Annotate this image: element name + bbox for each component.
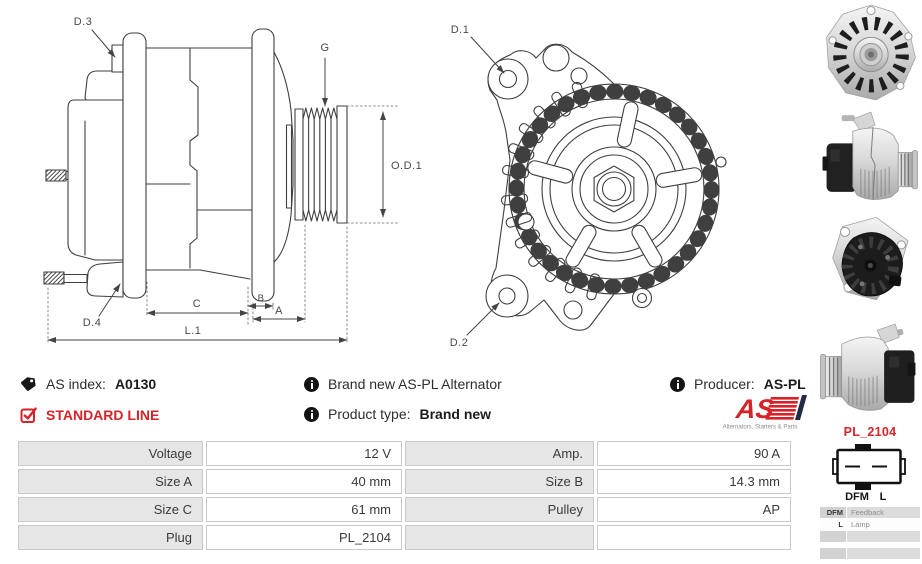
spec-label-amp: Amp. (405, 441, 594, 466)
plug-legend: DFM Feedback L Lamp (820, 507, 920, 560)
spec-value-pulley: AP (597, 497, 791, 522)
dimension-label-a: A (275, 305, 283, 317)
dimension-lines (47, 29, 386, 343)
dimension-label-b: B (258, 293, 265, 304)
product-photo-front[interactable] (820, 2, 922, 103)
legend-desc (847, 548, 920, 559)
legend-row: L Lamp (820, 519, 920, 530)
dimension-label-g: G (320, 42, 329, 54)
legend-key: DFM (820, 507, 846, 518)
standard-line-row: STANDARD LINE (20, 406, 159, 423)
legend-key (820, 531, 846, 542)
product-photo-rear[interactable] (820, 210, 922, 311)
pulley (285, 105, 348, 224)
legend-row: DFM Feedback (820, 507, 920, 518)
spec-label-size-a: Size A (18, 469, 203, 494)
bolt-stud-bottom (43, 271, 88, 285)
side-view-diagram: D.3 G O.D.1 C B A L.1 D.4 (43, 16, 422, 343)
legend-row (820, 548, 920, 559)
spec-label-pulley: Pulley (405, 497, 594, 522)
dimension-label-d2: D.2 (450, 337, 469, 349)
spec-label-size-b: Size B (405, 469, 594, 494)
dimension-label-od1: O.D.1 (391, 160, 422, 172)
spec-value-size-b: 14.3 mm (597, 469, 791, 494)
hub-and-spokes (527, 101, 703, 268)
alternator-body (111, 28, 294, 302)
logo-as-text: AS (734, 393, 776, 424)
legend-desc: Lamp (847, 519, 920, 530)
product-type-row: Product type: Brand new (304, 406, 491, 422)
front-view-diagram: D.1 D.2 (450, 24, 727, 349)
logo-accent (795, 395, 807, 420)
spec-label-plug: Plug (18, 525, 203, 550)
spec-table: Voltage 12 V Amp. 90 A Size A 40 mm Size… (18, 441, 791, 550)
producer-label: Producer: (694, 376, 755, 392)
standard-line-label: STANDARD LINE (46, 406, 160, 423)
as-index-value: A0130 (114, 376, 157, 392)
spec-value-empty (597, 525, 791, 550)
producer-row: Producer: AS-PL (670, 376, 806, 392)
product-type-label: Product type: (328, 406, 411, 422)
dimension-label-d4: D.4 (83, 317, 102, 329)
legend-key (820, 548, 846, 559)
spec-label-empty (405, 525, 594, 550)
dimension-label-c: C (193, 298, 201, 310)
dimension-label-d3: D.3 (74, 16, 93, 28)
plug-pin-label-l: L (880, 491, 887, 503)
plug-title: PL_2104 (843, 425, 897, 439)
vent-slots (500, 81, 601, 301)
checkbox-checked-icon (20, 407, 37, 423)
dimension-label-l1: L.1 (185, 325, 202, 337)
spec-label-size-c: Size C (18, 497, 203, 522)
as-index-label: AS index: (46, 376, 106, 392)
mounting-plate (485, 43, 727, 331)
logo-stripes (765, 397, 800, 420)
plug-pin-label-dfm: DFM (845, 491, 869, 503)
spec-label-voltage: Voltage (18, 441, 203, 466)
description-row: Brand new AS-PL Alternator (304, 376, 502, 392)
legend-desc: Feedback (847, 507, 920, 518)
producer-value: AS-PL (763, 376, 806, 392)
legend-row (820, 531, 920, 542)
product-photo-column (820, 2, 922, 415)
bolt-stud-top (45, 169, 72, 182)
legend-desc (847, 531, 920, 542)
tag-icon (20, 377, 36, 391)
as-pl-logo: AS Alternators, Starters & Parts (723, 393, 807, 431)
product-type-value: Brand new (419, 406, 492, 422)
spec-value-voltage: 12 V (206, 441, 402, 466)
info-icon (304, 406, 319, 422)
info-icon (670, 376, 685, 392)
rear-housing (67, 70, 124, 298)
plug-connector-diagram: DFM L (832, 444, 906, 503)
spec-value-amp: 90 A (597, 441, 791, 466)
as-index-row: AS index: A0130 (20, 376, 156, 392)
logo-tagline: Alternators, Starters & Parts (723, 425, 798, 431)
front-leaders (466, 36, 505, 336)
spec-value-size-a: 40 mm (206, 469, 402, 494)
legend-key: L (820, 519, 846, 530)
product-photo-side-left[interactable] (820, 314, 922, 415)
description-text: Brand new AS-PL Alternator (328, 376, 502, 392)
spec-value-size-c: 61 mm (206, 497, 402, 522)
product-photo-side-right[interactable] (820, 106, 922, 207)
spec-value-plug: PL_2104 (206, 525, 402, 550)
dimension-label-d1: D.1 (451, 24, 470, 36)
info-icon (304, 376, 319, 392)
